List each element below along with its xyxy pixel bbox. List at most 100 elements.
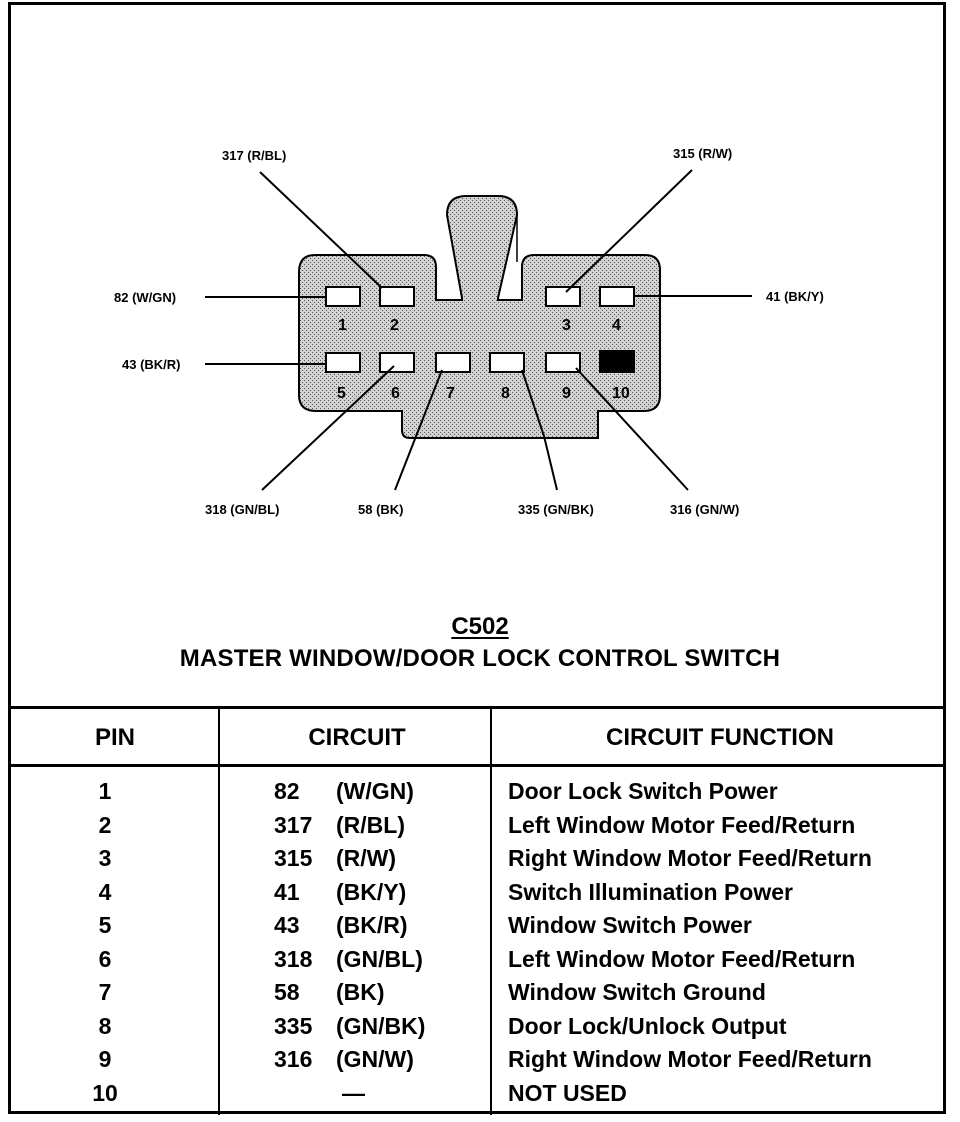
pin-cavity-10 (599, 350, 635, 373)
pin-cavity-4 (599, 286, 635, 307)
table-cell-pin: 2 (98, 811, 112, 838)
callout-pin-8: 335 (GN/BK) (518, 502, 594, 517)
pin-cavity-8 (489, 352, 525, 373)
circuit-number: 335 (274, 1012, 313, 1039)
pin-number-2: 2 (390, 317, 399, 334)
pin-cavity-1 (325, 286, 361, 307)
wire-color: (R/W) (336, 845, 397, 871)
table-cell-pin: 9 (98, 1046, 112, 1072)
pin-number-4: 4 (612, 317, 621, 334)
wire-color: (W/GN) (336, 778, 414, 804)
table-cell-function: Door Lock/Unlock Output (508, 1012, 787, 1039)
callout-pin-3: 315 (R/W) (673, 146, 732, 161)
circuit-number: 58 (274, 979, 300, 1005)
pin-cavity-9 (545, 352, 581, 373)
header-circuit-function: CIRCUIT FUNCTION (606, 724, 834, 751)
circuit-number: 41 (274, 878, 300, 905)
table-cell-function: Switch Illumination Power (508, 878, 793, 905)
header-circuit: CIRCUIT (308, 724, 406, 751)
circuit-number: 315 (274, 845, 313, 871)
table-cell-function: Left Window Motor Feed/Return (508, 945, 856, 972)
pin-table: PIN CIRCUIT CIRCUIT FUNCTION 1 2 3 4 5 6… (10, 706, 946, 1115)
table-cell-function: Right Window Motor Feed/Return (508, 845, 872, 871)
table-cell-pin: 5 (98, 912, 112, 938)
wire-color: (R/BL) (336, 811, 405, 838)
pin-number-7: 7 (446, 385, 455, 402)
table-cell-circuit: 58 (BK) (274, 976, 425, 1010)
callout-pin-5: 43 (BK/R) (122, 357, 181, 372)
callout-pin-7: 58 (BK) (358, 502, 404, 517)
table-cell-function: Window Switch Power (508, 912, 752, 938)
table-cell-pin: 10 (92, 1079, 118, 1106)
table-cell-pin: 1 (98, 778, 112, 804)
table-cell-circuit: 318 (GN/BL) (274, 943, 425, 977)
table-cell-pin: 8 (98, 1012, 112, 1039)
circuit-number: 317 (274, 811, 313, 838)
circuit-number: — (342, 1079, 365, 1106)
connector-id: C502 (451, 613, 509, 640)
pin-number-3: 3 (562, 317, 571, 334)
callout-pin-6: 318 (GN/BL) (205, 502, 279, 517)
wire-color: (BK/Y) (336, 878, 407, 905)
leader-line-9 (575, 367, 689, 491)
table-cell-function: NOT USED (508, 1079, 627, 1106)
diagram-frame (8, 2, 946, 1114)
pin-number-1: 1 (338, 317, 347, 334)
table-cell-circuit: 335 (GN/BK) (274, 1010, 425, 1044)
leader-line-6 (261, 365, 395, 491)
pin-number-6: 6 (391, 385, 400, 402)
circuit-number: 43 (274, 912, 300, 938)
column-divider (218, 709, 220, 1115)
table-cell-function: Window Switch Ground (508, 979, 766, 1005)
table-cell-function: Door Lock Switch Power (508, 778, 778, 804)
circuit-number: 318 (274, 945, 313, 972)
circuit-column: 82 (W/GN) 317 (R/BL) 315 (R/W) 41 (BK/Y) 43 (… (274, 775, 425, 1110)
table-cell-function: Left Window Motor Feed/Return (508, 811, 856, 838)
wire-color: (BK) (336, 979, 385, 1005)
pin-cavity-2 (379, 286, 415, 307)
leader-line-3 (565, 169, 693, 293)
connector-diagram: 1 2 3 4 5 6 7 8 9 10 82 (W/GN) 317 (R/BL… (114, 146, 824, 517)
leader-line-7 (394, 369, 443, 491)
pin-number-9: 9 (562, 385, 571, 402)
table-cell-circuit: 82 (W/GN) (274, 775, 425, 809)
header-pin: PIN (94, 724, 135, 751)
callout-pin-9: 316 (GN/W) (670, 502, 739, 517)
pin-cavity-6 (379, 352, 415, 373)
table-cell-circuit: 41 (BK/Y) (274, 876, 425, 910)
pin-column: 1 2 3 4 5 6 7 8 9 10 (10, 775, 200, 1110)
callout-pin-1: 82 (W/GN) (114, 290, 176, 305)
table-cell-pin: 7 (98, 979, 112, 1005)
wire-color: (GN/BL) (336, 945, 423, 972)
wire-color: (BK/R) (336, 912, 408, 938)
leader-line-2 (259, 171, 383, 289)
connector-name: MASTER WINDOW/DOOR LOCK CONTROL SWITCH (179, 645, 781, 672)
key-tab (446, 195, 518, 262)
table-cell-circuit: — (274, 1077, 425, 1111)
column-divider (490, 709, 492, 1115)
wire-color: (GN/BK) (336, 1012, 426, 1039)
pin-number-8: 8 (501, 385, 510, 402)
pin-cavity-3 (545, 286, 581, 307)
circuit-number: 82 (274, 778, 300, 804)
circuit-function-column: Door Lock Switch Power Left Window Motor… (508, 775, 872, 1110)
table-cell-pin: 6 (98, 945, 112, 972)
header-divider (10, 764, 946, 767)
table-cell-circuit: 43 (BK/R) (274, 909, 425, 943)
table-cell-circuit: 315 (R/W) (274, 842, 425, 876)
pin-cavity-5 (325, 352, 361, 373)
pin-number-10: 10 (612, 385, 630, 402)
pin-cavity-7 (435, 352, 471, 373)
table-cell-circuit: 316 (GN/W) (274, 1043, 425, 1077)
table-cell-pin: 4 (98, 878, 112, 905)
table-cell-circuit: 317 (R/BL) (274, 809, 425, 843)
callout-pin-4: 41 (BK/Y) (766, 289, 824, 304)
circuit-number: 316 (274, 1046, 313, 1072)
leader-line-8 (521, 369, 558, 491)
table-cell-function: Right Window Motor Feed/Return (508, 1046, 872, 1072)
callout-pin-2: 317 (R/BL) (222, 148, 286, 163)
table-cell-pin: 3 (98, 845, 112, 871)
connector-title: C502 MASTER WINDOW/DOOR LOCK CONTROL SWI… (0, 612, 960, 676)
wire-color: (GN/W) (336, 1046, 414, 1072)
pin-number-5: 5 (337, 385, 346, 402)
